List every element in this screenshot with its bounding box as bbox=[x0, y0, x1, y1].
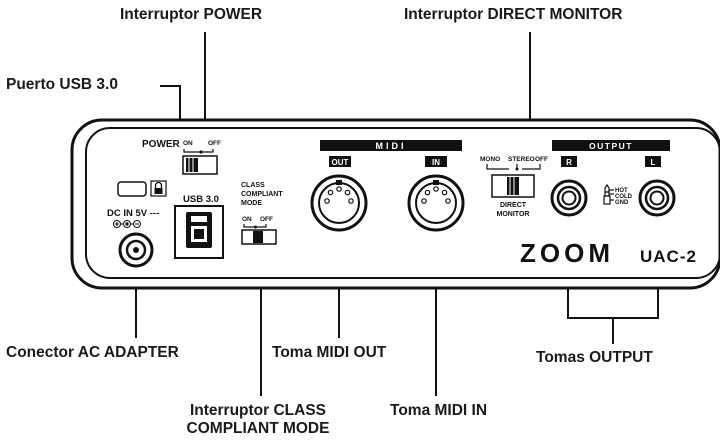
midi-out-jack[interactable] bbox=[310, 174, 368, 232]
usb-label: USB 3.0 bbox=[183, 194, 219, 205]
power-label: POWER bbox=[142, 139, 181, 150]
dc-in-jack[interactable] bbox=[118, 232, 154, 268]
midi-out-badge bbox=[329, 156, 351, 167]
class-mode-on-label: ON bbox=[242, 216, 252, 223]
monitor-stereo-label: STEREO bbox=[508, 156, 535, 163]
trs-plug-icon bbox=[603, 183, 614, 205]
callout-ac-adapter: Conector AC ADAPTER bbox=[6, 344, 179, 361]
output-header-bar bbox=[552, 140, 670, 151]
panel-inner-edge bbox=[85, 127, 720, 279]
output-r-jack[interactable] bbox=[550, 179, 588, 217]
midi-out-label: OUT bbox=[332, 158, 349, 167]
output-l-badge bbox=[645, 156, 661, 167]
brand-logo: ZOOM bbox=[520, 238, 614, 268]
output-l-jack[interactable] bbox=[638, 179, 676, 217]
direct-monitor-switch[interactable] bbox=[491, 174, 535, 198]
callout-class-compliant-line2: COMPLIANT MODE bbox=[186, 420, 330, 437]
trs-hot-label: HOT bbox=[615, 188, 628, 194]
polarity-icon bbox=[113, 220, 141, 228]
security-slot bbox=[117, 181, 147, 197]
class-mode-line1: CLASS bbox=[241, 182, 265, 189]
midi-in-badge bbox=[425, 156, 447, 167]
lock-icon bbox=[150, 180, 167, 197]
power-switch[interactable] bbox=[182, 155, 218, 175]
monitor-label-line1: DIRECT bbox=[500, 202, 527, 209]
midi-in-jack[interactable] bbox=[407, 174, 465, 232]
output-r-label: R bbox=[566, 158, 572, 167]
power-off-label: OFF bbox=[208, 140, 221, 147]
callout-power-switch: Interruptor POWER bbox=[120, 6, 263, 23]
trs-cold-label: COLD bbox=[615, 194, 633, 200]
class-mode-off-label: OFF bbox=[260, 216, 273, 223]
model-label: UAC-2 bbox=[640, 247, 697, 266]
callout-midi-out: Toma MIDI OUT bbox=[272, 344, 387, 361]
dc-in-label: DC IN 5V --- bbox=[107, 208, 159, 219]
output-l-label: L bbox=[651, 158, 656, 167]
callout-midi-in: Toma MIDI IN bbox=[390, 402, 488, 419]
callout-class-compliant-switch: Interruptor CLASS COMPLIANT MODE bbox=[168, 402, 348, 438]
output-header-label: OUTPUT bbox=[589, 141, 633, 151]
usb-port[interactable] bbox=[174, 205, 224, 259]
panel-outer-edge bbox=[70, 118, 720, 290]
trs-gnd-label: GND bbox=[615, 200, 629, 206]
midi-header-bar bbox=[320, 140, 462, 151]
class-compliant-switch[interactable] bbox=[241, 229, 277, 245]
midi-in-label: IN bbox=[432, 158, 440, 167]
midi-header-label: MIDI bbox=[376, 141, 407, 151]
output-r-badge bbox=[561, 156, 577, 167]
callout-direct-monitor-switch: Interruptor DIRECT MONITOR bbox=[404, 6, 623, 23]
callout-usb-port: Puerto USB 3.0 bbox=[6, 76, 118, 93]
callout-class-compliant-line1: Interruptor CLASS bbox=[189, 402, 327, 419]
callout-output-jacks: Tomas OUTPUT bbox=[536, 349, 653, 366]
monitor-label-line2: MONITOR bbox=[497, 211, 530, 218]
monitor-mono-label: MONO bbox=[480, 156, 500, 163]
power-on-label: ON bbox=[183, 140, 193, 147]
monitor-off-label: OFF bbox=[535, 156, 548, 163]
class-mode-line2: COMPLIANT bbox=[241, 191, 283, 198]
class-mode-line3: MODE bbox=[241, 200, 262, 207]
